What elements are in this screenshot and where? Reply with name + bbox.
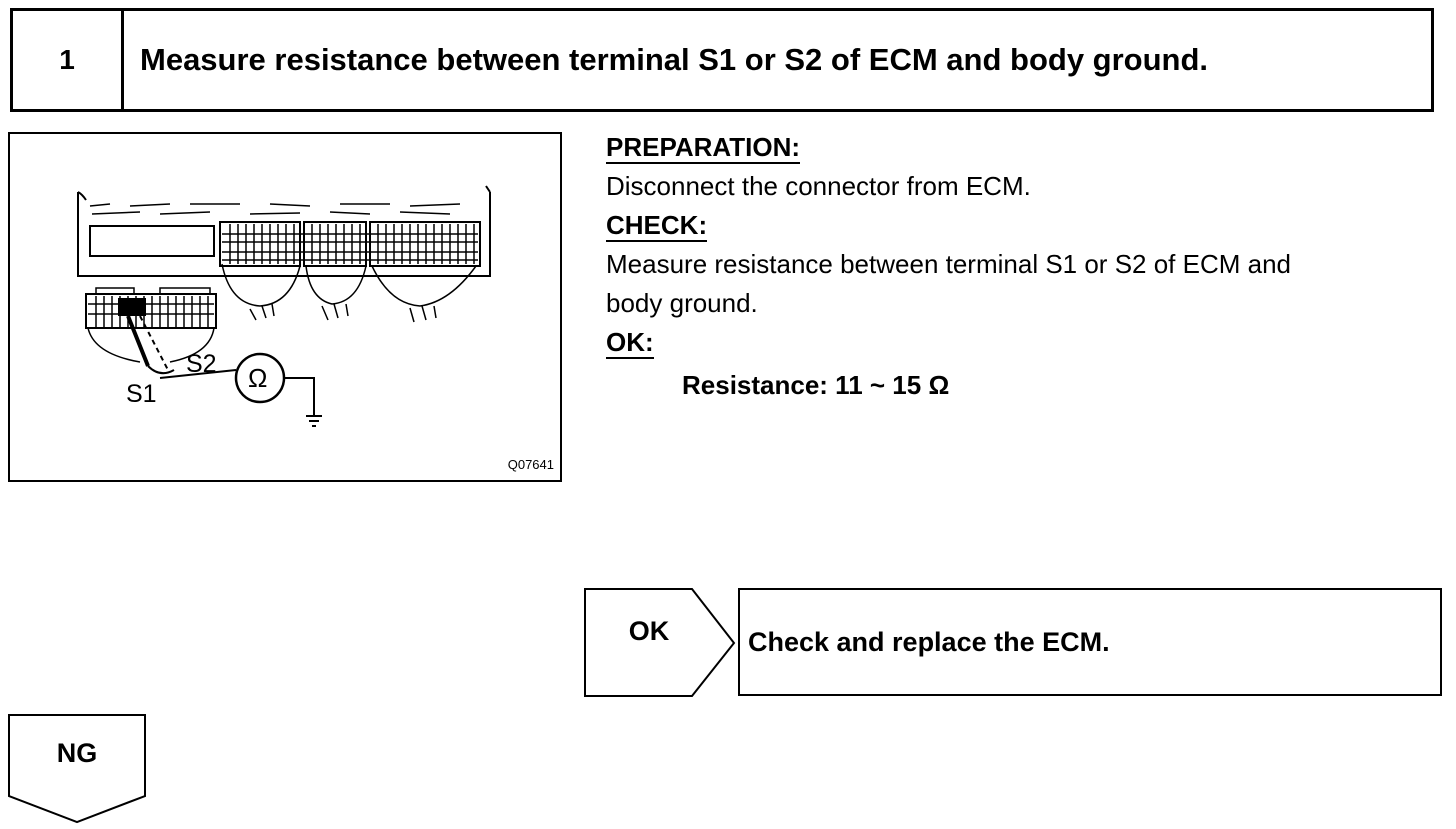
down-arrow-icon [8, 714, 146, 824]
right-arrow-icon [584, 588, 736, 697]
ng-result-arrow: NG [8, 714, 148, 829]
figure-code: Q07641 [507, 457, 554, 472]
terminal-s2-label: S2 [186, 350, 217, 378]
step-number: 1 [13, 11, 124, 109]
ok-label: OK [628, 616, 670, 646]
ok-result-arrow: OK [584, 588, 736, 703]
ok-heading: OK: [606, 327, 654, 359]
preparation-heading: PREPARATION: [606, 132, 801, 164]
ok-action: Check and replace the ECM. [738, 588, 1442, 696]
ok-spec: Resistance: 11 ~ 15 Ω [682, 370, 950, 400]
preparation-text: Disconnect the connector from ECM. [606, 171, 1031, 201]
check-text-line1: Measure resistance between terminal S1 o… [606, 249, 1292, 279]
instructions: PREPARATION: Disconnect the connector fr… [606, 128, 1446, 405]
terminal-s1-label: S1 [126, 380, 157, 408]
connector-diagram: S1 S2 Ω Q07641 [8, 132, 562, 482]
disconnected-connector [85, 287, 217, 363]
check-heading: CHECK: [606, 210, 708, 242]
step-title: Measure resistance between terminal S1 o… [140, 42, 1209, 77]
ground-icon [306, 415, 322, 427]
ohm-symbol: Ω [248, 363, 268, 393]
ng-label: NG [56, 738, 98, 768]
ecm-connector-illustration [77, 185, 491, 427]
check-text-line2: body ground. [606, 288, 758, 318]
step-header: 1 Measure resistance between terminal S1… [10, 8, 1434, 112]
ecm-socket-blocks [219, 221, 481, 267]
